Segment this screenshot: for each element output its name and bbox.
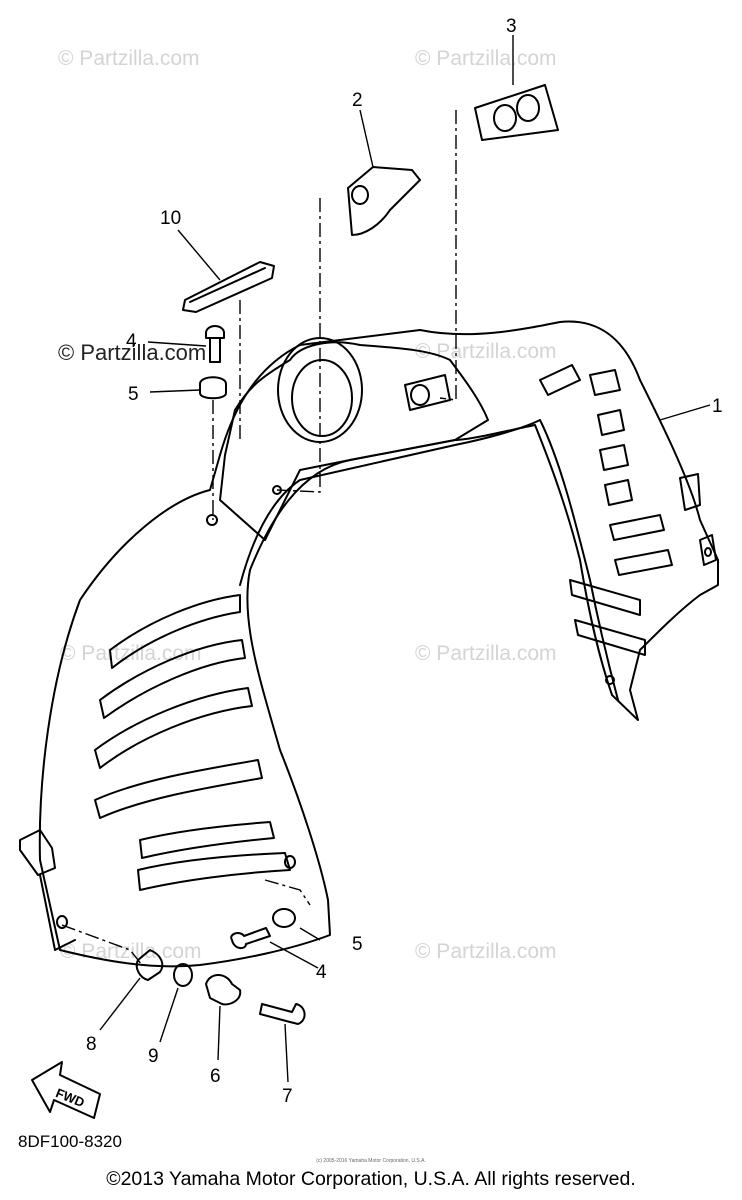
left-flange — [19, 829, 76, 951]
fwd-arrow — [31, 1061, 101, 1119]
part-number-1: 1 — [712, 396, 723, 417]
part-number-9: 9 — [148, 1046, 159, 1067]
right-bracket — [679, 473, 717, 566]
part-7-bolt — [259, 1003, 306, 1025]
part-number-10: 10 — [160, 208, 181, 229]
part-6-nut — [205, 974, 242, 1006]
screw-hole-lower — [284, 855, 296, 869]
right-vent-slots — [539, 364, 673, 656]
part-3-hole-a — [493, 104, 517, 132]
cover-inner-edge — [239, 419, 619, 701]
part-number-7: 7 — [282, 1086, 293, 1107]
tiny-copyright-note: (c) 2005-2016 Yamaha Motor Corporation, … — [316, 1158, 426, 1164]
part-5-bottom-grommet — [272, 908, 296, 928]
screw-hole-top — [206, 514, 218, 526]
part-4-bottom-screw — [230, 927, 271, 950]
left-vent-slots — [94, 594, 291, 891]
indicator-hole — [410, 384, 430, 406]
indicator-boss — [404, 374, 451, 411]
screw-hole-side — [56, 915, 68, 929]
meter-ring-inner — [291, 359, 353, 437]
part-2-hole — [351, 185, 369, 205]
part-number-2: 2 — [352, 90, 363, 111]
part-number-5-top: 5 — [128, 384, 139, 405]
part-8-collar — [135, 949, 164, 981]
meter-housing — [219, 341, 489, 541]
part-number-4-bottom: 4 — [316, 962, 327, 983]
watermark: © Partzilla.com — [415, 47, 557, 70]
leader-lines — [99, 35, 711, 1083]
copyright-notice: ©2013 Yamaha Motor Corporation, U.S.A. A… — [106, 1168, 636, 1190]
part-number-6: 6 — [210, 1066, 221, 1087]
bracket-hole — [704, 547, 712, 557]
watermark: © Partzilla.com — [415, 642, 557, 665]
diagram-code: 8DF100-8320 — [18, 1132, 122, 1151]
part-2-plate — [347, 166, 421, 236]
part-3-plate — [474, 84, 559, 141]
part-number-4-top: 4 — [126, 331, 137, 352]
screw-hole-right — [605, 675, 615, 685]
part-10-pad — [182, 261, 275, 313]
part-3-hole-b — [516, 94, 540, 122]
part-9-washer — [173, 963, 193, 987]
cover-body — [38, 320, 719, 968]
assembly-lines — [61, 110, 457, 966]
part-number-5-bottom: 5 — [352, 934, 363, 955]
part-number-3: 3 — [506, 16, 517, 37]
part-5-top-grommet — [199, 376, 227, 400]
part-number-8: 8 — [86, 1034, 97, 1055]
watermark: © Partzilla.com — [415, 340, 557, 363]
watermark: © Partzilla.com — [415, 940, 557, 963]
watermark: © Partzilla.com — [60, 940, 202, 963]
part-4-top-screw — [205, 325, 225, 363]
watermark: © Partzilla.com — [58, 47, 200, 70]
